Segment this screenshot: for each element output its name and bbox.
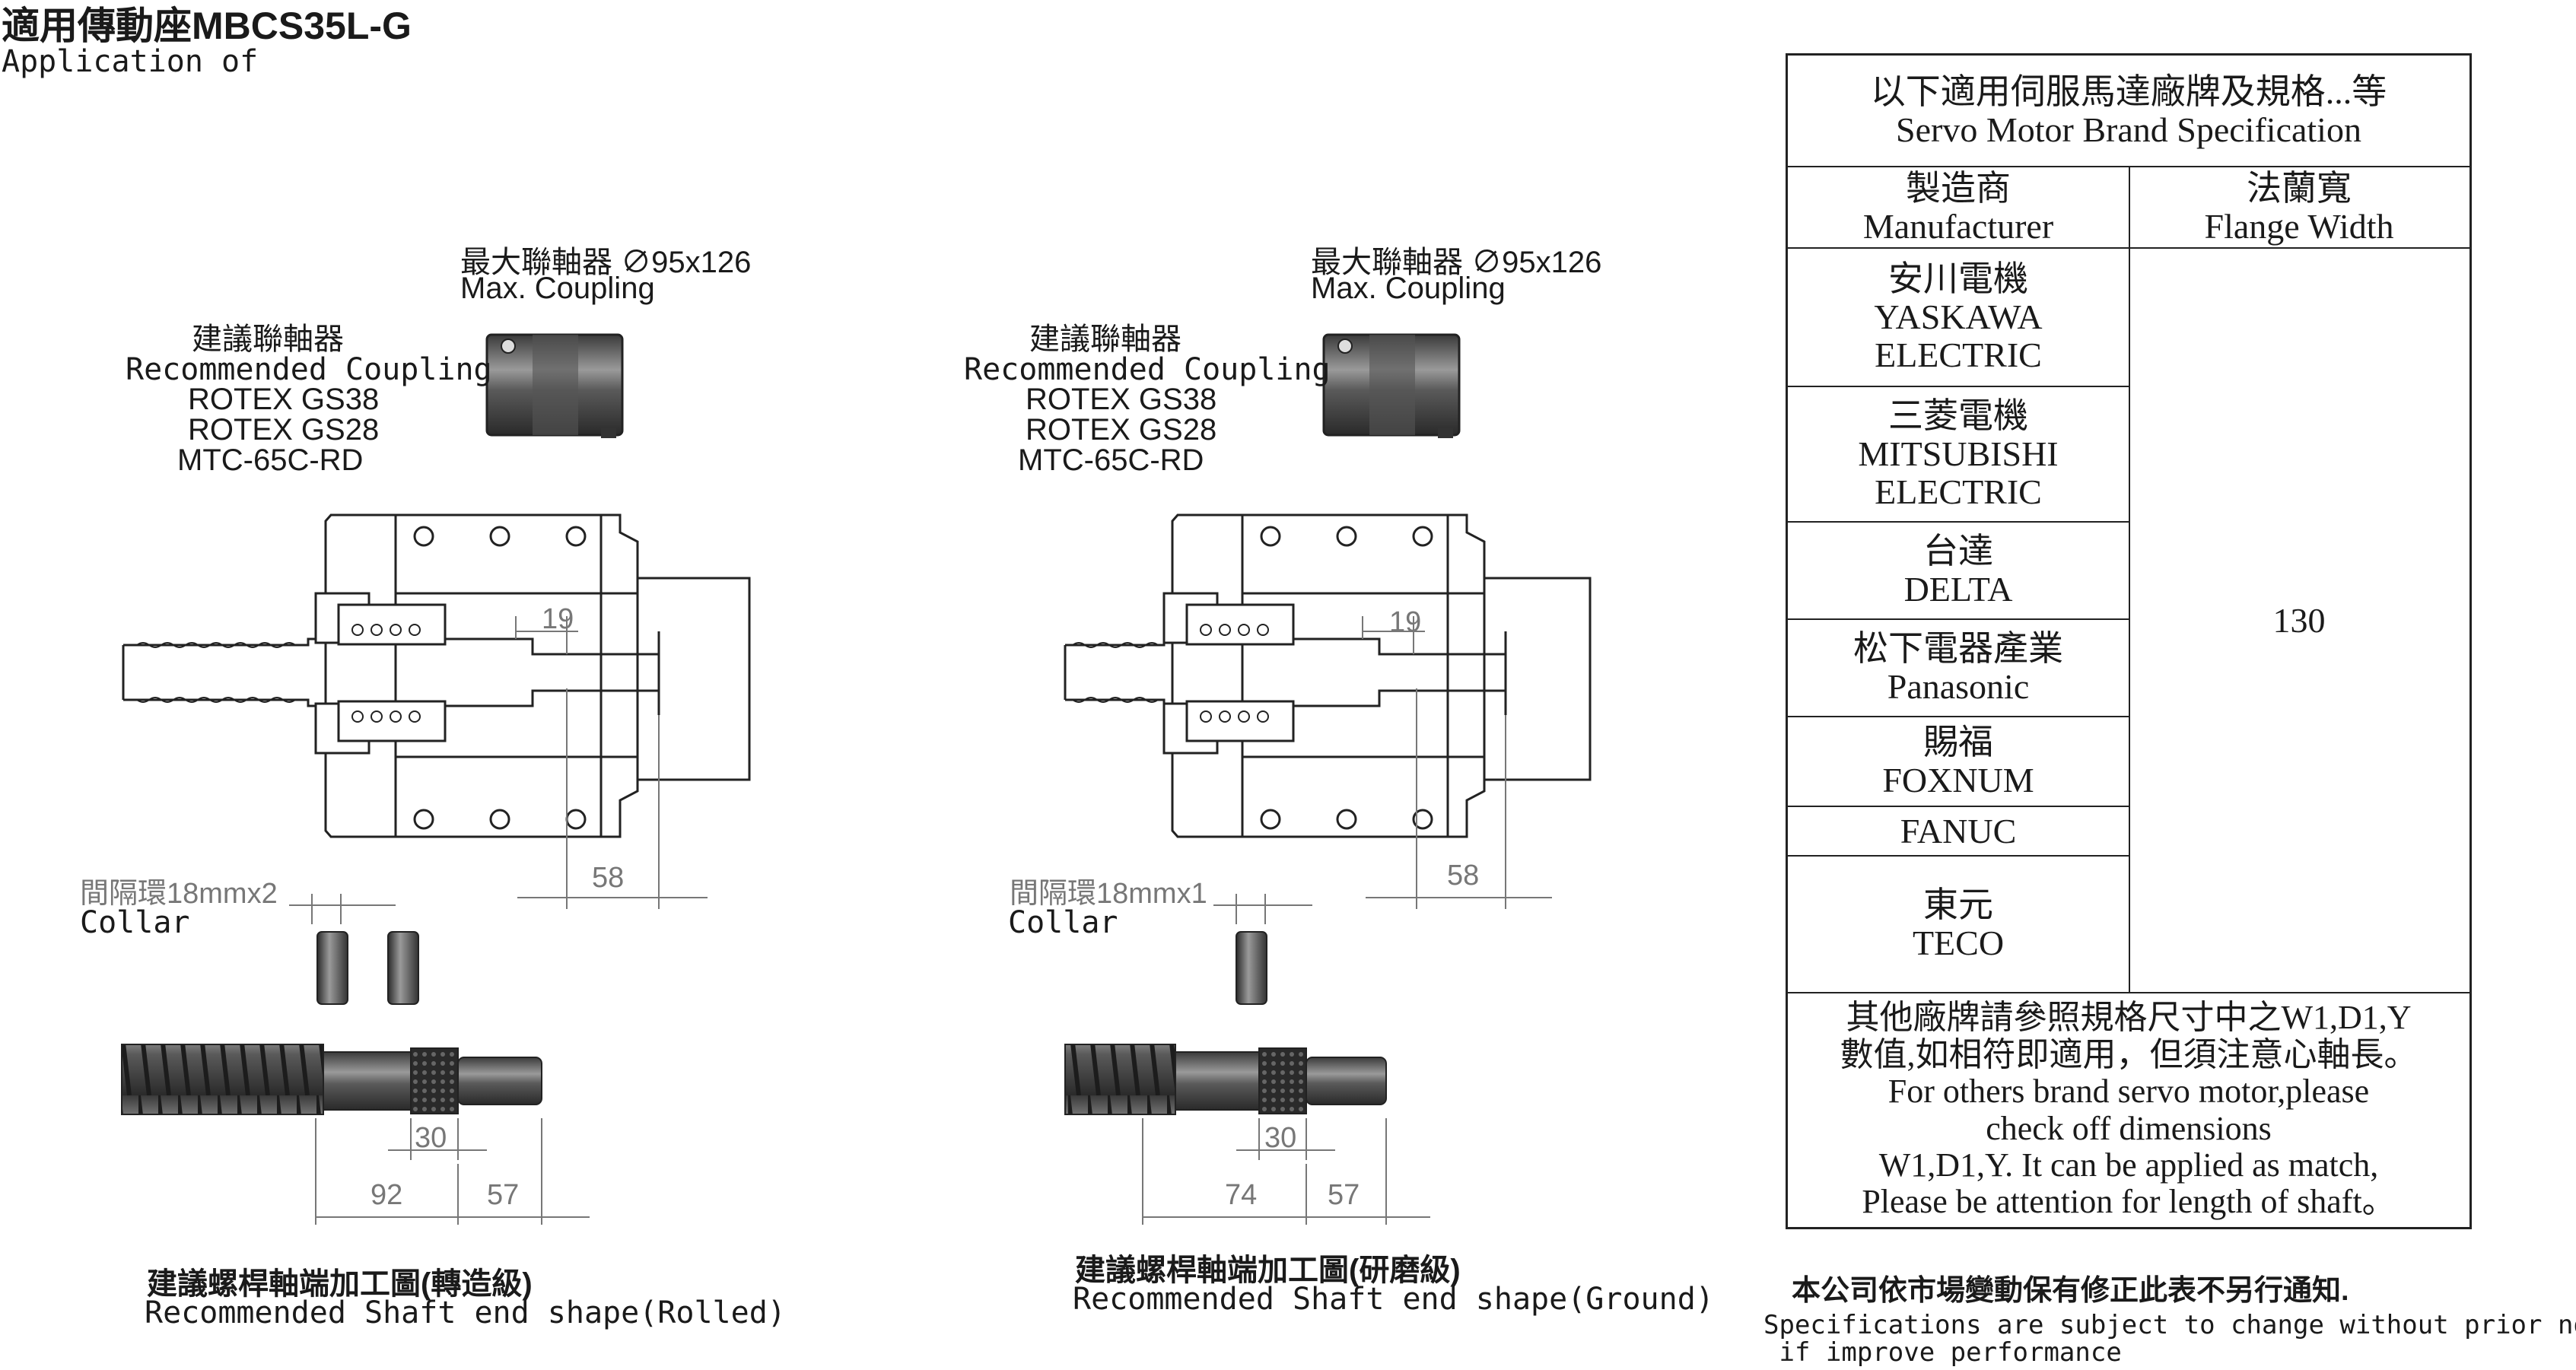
brand-zh: 賜福 — [1923, 723, 1993, 762]
footer-line: 數值,如相符即適用，但須注意心軸長。 — [1840, 1035, 2418, 1073]
notice-zh: 本公司依市場變動保有修正此表不另行通知. — [1792, 1275, 2349, 1307]
spec-col-manufacturer: 製造商 Manufacturer — [1788, 167, 2129, 249]
brand-en: MITSUBISHI — [1858, 434, 2059, 474]
left-collar-zh: 間隔環18mmx2 — [80, 878, 278, 910]
middle-dim-a: 74 — [1225, 1179, 1258, 1211]
middle-shaft-render — [1064, 1044, 1387, 1115]
left-coupling-render — [485, 333, 624, 438]
left-rec-item-1: ROTEX GS38 — [188, 383, 380, 416]
middle-shaft-dims — [1142, 1118, 1430, 1225]
middle-collars — [1213, 894, 1312, 1005]
brand-row-panasonic: 松下電器產業 Panasonic — [1788, 620, 2129, 717]
middle-max-coupling-zh: 最大聯軸器 ∅95x126 — [1311, 246, 1602, 279]
brand-zh: 東元 — [1923, 885, 1993, 925]
flange-width-value: 130 — [2272, 600, 2326, 640]
middle-dim-b: 57 — [1328, 1179, 1360, 1211]
spec-col-flange-width: 法蘭寬 Flange Width — [2129, 167, 2469, 249]
left-collars — [289, 894, 419, 1005]
brand-en-2: ELECTRIC — [1875, 472, 2042, 511]
middle-rec-item-2: ROTEX GS28 — [1026, 413, 1217, 447]
middle-shaft-title-en: Recommended Shaft end shape(Ground) — [1073, 1282, 1714, 1317]
left-shaft-dims — [315, 1118, 590, 1225]
middle-rec-item-3: MTC-65C-RD — [1018, 443, 1204, 477]
brand-en: DELTA — [1903, 570, 2013, 609]
brand-zh: 松下電器產業 — [1853, 629, 2063, 669]
footer-line: check off dimensions — [1986, 1109, 2272, 1147]
middle-rec-coupling-en: Recommended Coupling — [964, 352, 1331, 387]
left-shaft-render — [121, 1044, 542, 1115]
middle-bearing-block — [1162, 592, 1295, 755]
middle-collar-en: Collar — [1008, 905, 1118, 940]
left-max-coupling-en: Max. Coupling — [460, 272, 655, 305]
col2-en: Flange Width — [2204, 206, 2394, 246]
brand-en: FANUC — [1900, 811, 2017, 850]
spec-column-divider — [2129, 167, 2130, 993]
brand-row-teco: 東元 TECO — [1788, 857, 2129, 993]
brand-zh: 三菱電機 — [1888, 396, 2028, 436]
left-rec-item-3: MTC-65C-RD — [177, 443, 364, 477]
left-dim-19: 19 — [542, 603, 574, 635]
spec-table-header: 以下適用伺服馬達廠牌及規格...等 Servo Motor Brand Spec… — [1788, 56, 2469, 167]
middle-dim-30: 30 — [1264, 1122, 1297, 1154]
left-dim-30: 30 — [415, 1122, 447, 1154]
left-shaft-title-en: Recommended Shaft end shape(Rolled) — [145, 1295, 786, 1330]
brand-zh: 安川電機 — [1888, 259, 2028, 299]
brand-row-foxnum: 賜福 FOXNUM — [1788, 717, 2129, 807]
middle-dim-lines — [1362, 616, 1552, 909]
notice-en-2: if improve performance — [1763, 1337, 2122, 1368]
left-max-coupling-zh: 最大聯軸器 ∅95x126 — [460, 246, 752, 279]
brand-en: TECO — [1912, 923, 2005, 962]
spec-header-zh: 以下適用伺服馬達廠牌及規格...等 — [1870, 72, 2387, 111]
footer-line: 其他廠牌請參照規格尺寸中之W1,D1,Y — [1846, 999, 2412, 1037]
middle-coupling-render — [1322, 333, 1461, 438]
left-collar-en: Collar — [80, 905, 190, 940]
middle-shaft-title-zh: 建議螺桿軸端加工圖(研磨級) — [1075, 1254, 1461, 1287]
left-dim-lines — [515, 616, 708, 909]
brand-row-mitsubishi: 三菱電機 MITSUBISHI ELECTRIC — [1788, 387, 2129, 523]
brand-en: YASKAWA — [1874, 297, 2043, 337]
col1-zh: 製造商 — [1906, 168, 2011, 208]
left-dim-a: 92 — [370, 1179, 403, 1211]
left-housing-drawing — [122, 513, 751, 838]
brand-row-delta: 台達 DELTA — [1788, 523, 2129, 620]
middle-collar-zh: 間隔環18mmx1 — [1010, 878, 1207, 910]
page-title: 適用傳動座MBCS35L-G — [2, 5, 412, 47]
spec-footer-note: 其他廠牌請參照規格尺寸中之W1,D1,Y 數值,如相符即適用，但須注意心軸長。 … — [1788, 993, 2469, 1227]
left-bearing-block — [314, 592, 447, 755]
flange-width-cell: 130 — [2129, 249, 2469, 993]
col1-en: Manufacturer — [1862, 206, 2054, 246]
left-rec-item-2: ROTEX GS28 — [188, 413, 380, 447]
left-rec-coupling-zh: 建議聯軸器 — [192, 323, 344, 356]
spec-header-en: Servo Motor Brand Specification — [1896, 110, 2361, 149]
page-subtitle: Application of — [2, 44, 259, 79]
servo-spec-table: 以下適用伺服馬達廠牌及規格...等 Servo Motor Brand Spec… — [1786, 53, 2472, 1229]
middle-max-coupling-en: Max. Coupling — [1311, 272, 1506, 305]
middle-dim-19: 19 — [1389, 606, 1422, 638]
middle-housing-drawing — [1064, 513, 1592, 838]
middle-rec-item-1: ROTEX GS38 — [1026, 383, 1217, 416]
footer-line: W1,D1,Y. It can be applied as match, — [1878, 1146, 2379, 1184]
notice-en-1: Specifications are subject to change wit… — [1763, 1310, 2576, 1340]
middle-rec-coupling-zh: 建議聯軸器 — [1029, 323, 1181, 356]
brand-row-yaskawa: 安川電機 YASKAWA ELECTRIC — [1788, 249, 2129, 387]
col2-zh: 法蘭寬 — [2247, 168, 2352, 208]
left-dim-58: 58 — [592, 862, 625, 894]
footer-line: Please be attention for length of shaft。 — [1862, 1183, 2396, 1221]
left-dim-b: 57 — [487, 1179, 520, 1211]
left-shaft-title-zh: 建議螺桿軸端加工圖(轉造級) — [147, 1267, 533, 1301]
brand-en: FOXNUM — [1882, 761, 2034, 799]
brand-en: Panasonic — [1887, 667, 2030, 706]
footer-line: For others brand servo motor,please — [1887, 1073, 2370, 1111]
middle-dim-58: 58 — [1447, 860, 1480, 892]
left-rec-coupling-en: Recommended Coupling — [126, 352, 492, 387]
brand-en-2: ELECTRIC — [1875, 335, 2042, 374]
brand-zh: 台達 — [1923, 532, 1993, 571]
brand-row-fanuc: FANUC — [1788, 807, 2129, 857]
